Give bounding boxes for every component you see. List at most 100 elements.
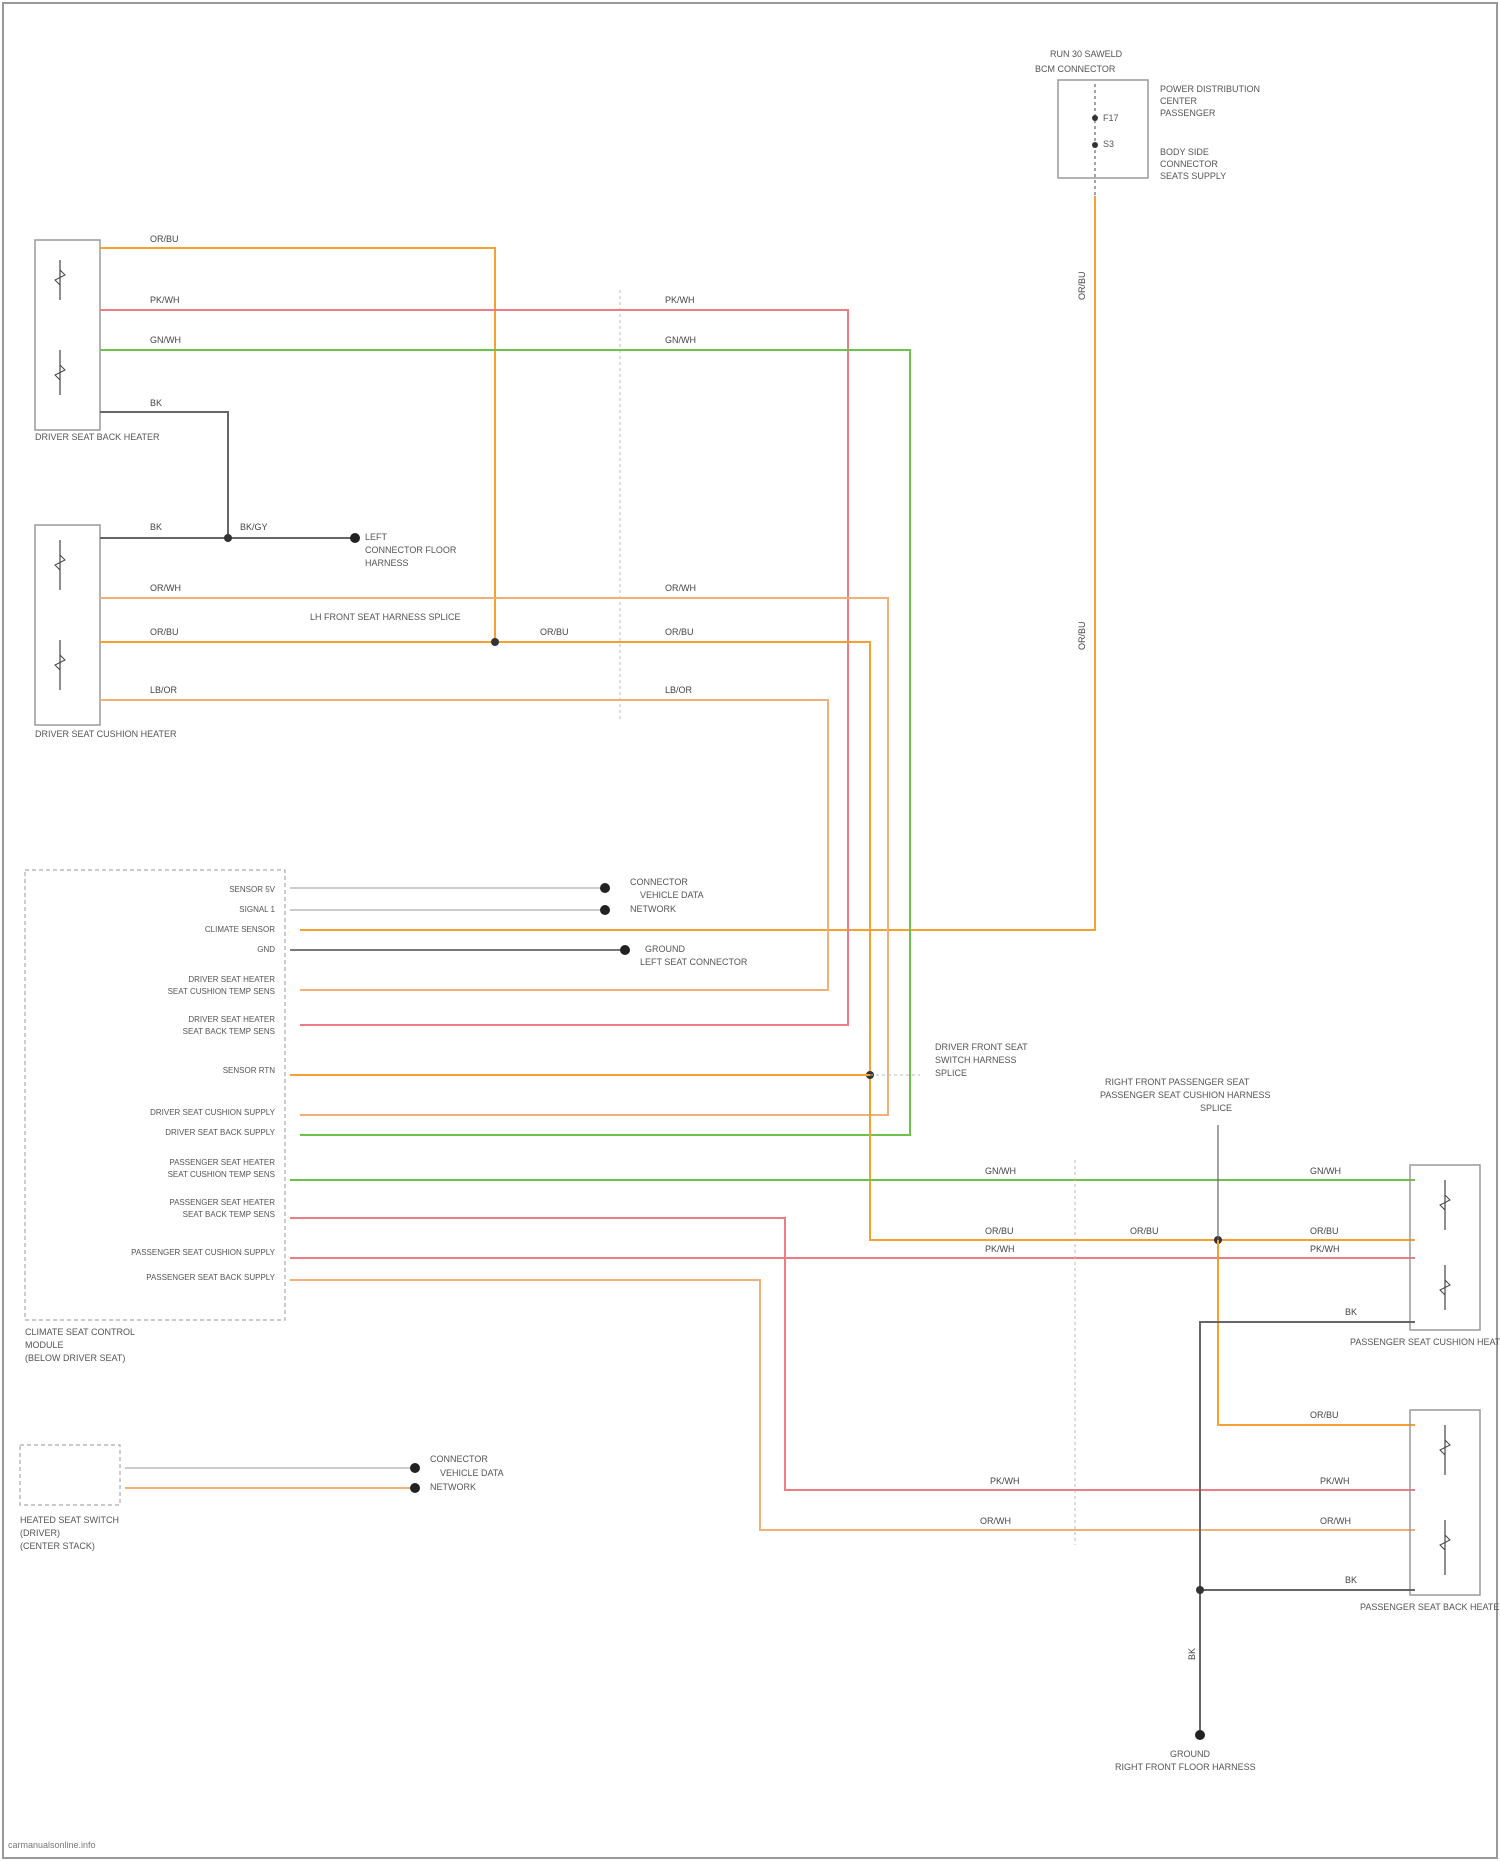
mid-note: DRIVER FRONT SEAT	[935, 1042, 1028, 1052]
ground-point	[1195, 1730, 1205, 1740]
module-caption: MODULE	[25, 1340, 64, 1350]
module-pin: DRIVER SEAT BACK SUPPLY	[165, 1128, 275, 1137]
module-pin: GND	[257, 945, 275, 954]
module-pin: DRIVER SEAT HEATER	[188, 975, 275, 984]
top-component-sub: BCM CONNECTOR	[1035, 64, 1116, 74]
connector-note: GROUND	[645, 944, 685, 954]
connector-note: CONNECTOR	[630, 877, 688, 887]
wire-code: OR/BU	[1310, 1410, 1339, 1420]
wire-code: PK/WH	[665, 295, 695, 305]
wire-or-bu-branch	[1218, 1240, 1415, 1425]
wire-code: OR/BU	[665, 627, 694, 637]
wire-pass-back-supply	[290, 1280, 1415, 1530]
wire-code: BK/GY	[240, 522, 268, 532]
module-pin: PASSENGER SEAT HEATER	[169, 1198, 275, 1207]
wire-code: OR/BU	[985, 1226, 1014, 1236]
bottom-ground-label: GROUND	[1170, 1749, 1210, 1759]
connector-note: LEFT SEAT CONNECTOR	[640, 957, 748, 967]
pin-label: S3	[1103, 139, 1114, 149]
module-pin: PASSENGER SEAT BACK SUPPLY	[146, 1273, 275, 1282]
splice-dot	[491, 638, 499, 646]
wire-code: PK/WH	[990, 1476, 1020, 1486]
wire-code: BK	[150, 522, 162, 532]
wire-code: PK/WH	[1320, 1476, 1350, 1486]
module-pin: SEAT BACK TEMP SENS	[183, 1027, 275, 1036]
wire-code: OR/BU	[1310, 1226, 1339, 1236]
mid-note: SWITCH HARNESS	[935, 1055, 1017, 1065]
switch-caption: (CENTER STACK)	[20, 1541, 95, 1551]
module-pin: SEAT CUSHION TEMP SENS	[168, 1170, 275, 1179]
connector-note: NETWORK	[430, 1482, 476, 1492]
splice-dot	[1196, 1586, 1204, 1594]
wire-lb-or	[100, 700, 828, 990]
module-pin: SEAT BACK TEMP SENS	[183, 1210, 275, 1219]
top-component-side: BODY SIDE	[1160, 147, 1209, 157]
module-pin: DRIVER SEAT HEATER	[188, 1015, 275, 1024]
pin-label: F17	[1103, 113, 1119, 123]
connector-dot	[410, 1463, 420, 1473]
bottom-ground-label: RIGHT FRONT FLOOR HARNESS	[1115, 1762, 1256, 1772]
module-pin: SENSOR 5V	[229, 885, 275, 894]
wire-code: OR/BU	[540, 627, 569, 637]
wire-code: OR/WH	[980, 1516, 1011, 1526]
module-pin-list: SENSOR 5V SIGNAL 1 CLIMATE SENSOR GND DR…	[131, 885, 276, 1282]
wire-code: GN/WH	[1310, 1166, 1341, 1176]
wire-code: PK/WH	[985, 1244, 1015, 1254]
passenger-seat-cushion-heater: PASSENGER SEAT CUSHION HEATER	[1350, 1165, 1500, 1347]
wire-code: OR/WH	[1320, 1516, 1351, 1526]
wire-code: OR/BU	[150, 627, 179, 637]
connector-dot	[410, 1483, 420, 1493]
module-pin: CLIMATE SENSOR	[205, 925, 275, 934]
wire-code: BK	[1187, 1648, 1197, 1660]
module-caption: (BELOW DRIVER SEAT)	[25, 1353, 125, 1363]
connector-note: CONNECTOR	[430, 1454, 488, 1464]
ground-note: LEFT	[365, 532, 388, 542]
connector-note: VEHICLE DATA	[440, 1468, 504, 1478]
wire-code: BK	[1345, 1307, 1357, 1317]
wire-code: LB/OR	[150, 685, 178, 695]
ground-note: CONNECTOR FLOOR	[365, 545, 457, 555]
module-pin: PASSENGER SEAT CUSHION SUPPLY	[131, 1248, 276, 1257]
right-note: PASSENGER SEAT CUSHION HARNESS	[1100, 1090, 1271, 1100]
switch-caption: (DRIVER)	[20, 1528, 60, 1538]
ground-point	[620, 945, 630, 955]
connector-dot	[600, 883, 610, 893]
wire-bk-right	[1200, 1322, 1415, 1735]
wire-code: PK/WH	[1310, 1244, 1340, 1254]
splice-dot	[224, 534, 232, 542]
wire-code: OR/BU	[1077, 271, 1087, 300]
right-note: SPLICE	[1200, 1103, 1232, 1113]
top-component-side: CONNECTOR	[1160, 159, 1218, 169]
heated-seat-switch: HEATED SEAT SWITCH (DRIVER) (CENTER STAC…	[20, 1445, 120, 1551]
module-pin: DRIVER SEAT CUSHION SUPPLY	[150, 1108, 276, 1117]
wire-code: LB/OR	[665, 685, 693, 695]
wire-or-wh	[100, 598, 888, 1115]
connector-note: NETWORK	[630, 904, 676, 914]
passenger-seat-back-heater: PASSENGER SEAT BACK HEATER	[1360, 1410, 1500, 1612]
top-component-side: PASSENGER	[1160, 108, 1216, 118]
module-caption: CLIMATE SEAT CONTROL	[25, 1327, 135, 1337]
top-component-side: POWER DISTRIBUTION	[1160, 84, 1260, 94]
component-caption: PASSENGER SEAT BACK HEATER	[1360, 1602, 1500, 1612]
module-pin: SENSOR RTN	[223, 1066, 276, 1075]
wire-code: OR/BU	[1077, 621, 1087, 650]
component-caption: PASSENGER SEAT CUSHION HEATER	[1350, 1337, 1500, 1347]
wire-code: GN/WH	[150, 335, 181, 345]
ground-point	[350, 533, 360, 543]
ground-note: HARNESS	[365, 558, 409, 568]
wire-code: GN/WH	[985, 1166, 1016, 1176]
credit-watermark: carmanualsonline.info	[8, 1840, 96, 1850]
module-pin: SEAT CUSHION TEMP SENS	[168, 987, 275, 996]
supply-wire	[300, 196, 1095, 930]
top-component-side: SEATS SUPPLY	[1160, 171, 1226, 181]
wire-code: OR/WH	[665, 583, 696, 593]
power-distribution-connector: F17 S3 RUN 30 SAWELD BCM CONNECTOR POWER…	[1035, 49, 1260, 196]
mid-note: SPLICE	[935, 1068, 967, 1078]
wire-bk	[100, 412, 228, 538]
component-caption: DRIVER SEAT CUSHION HEATER	[35, 729, 177, 739]
wire-code: BK	[1345, 1575, 1357, 1585]
splice-note: LH FRONT SEAT HARNESS SPLICE	[310, 612, 461, 622]
right-note: RIGHT FRONT PASSENGER SEAT	[1105, 1077, 1250, 1087]
wire-code: GN/WH	[665, 335, 696, 345]
